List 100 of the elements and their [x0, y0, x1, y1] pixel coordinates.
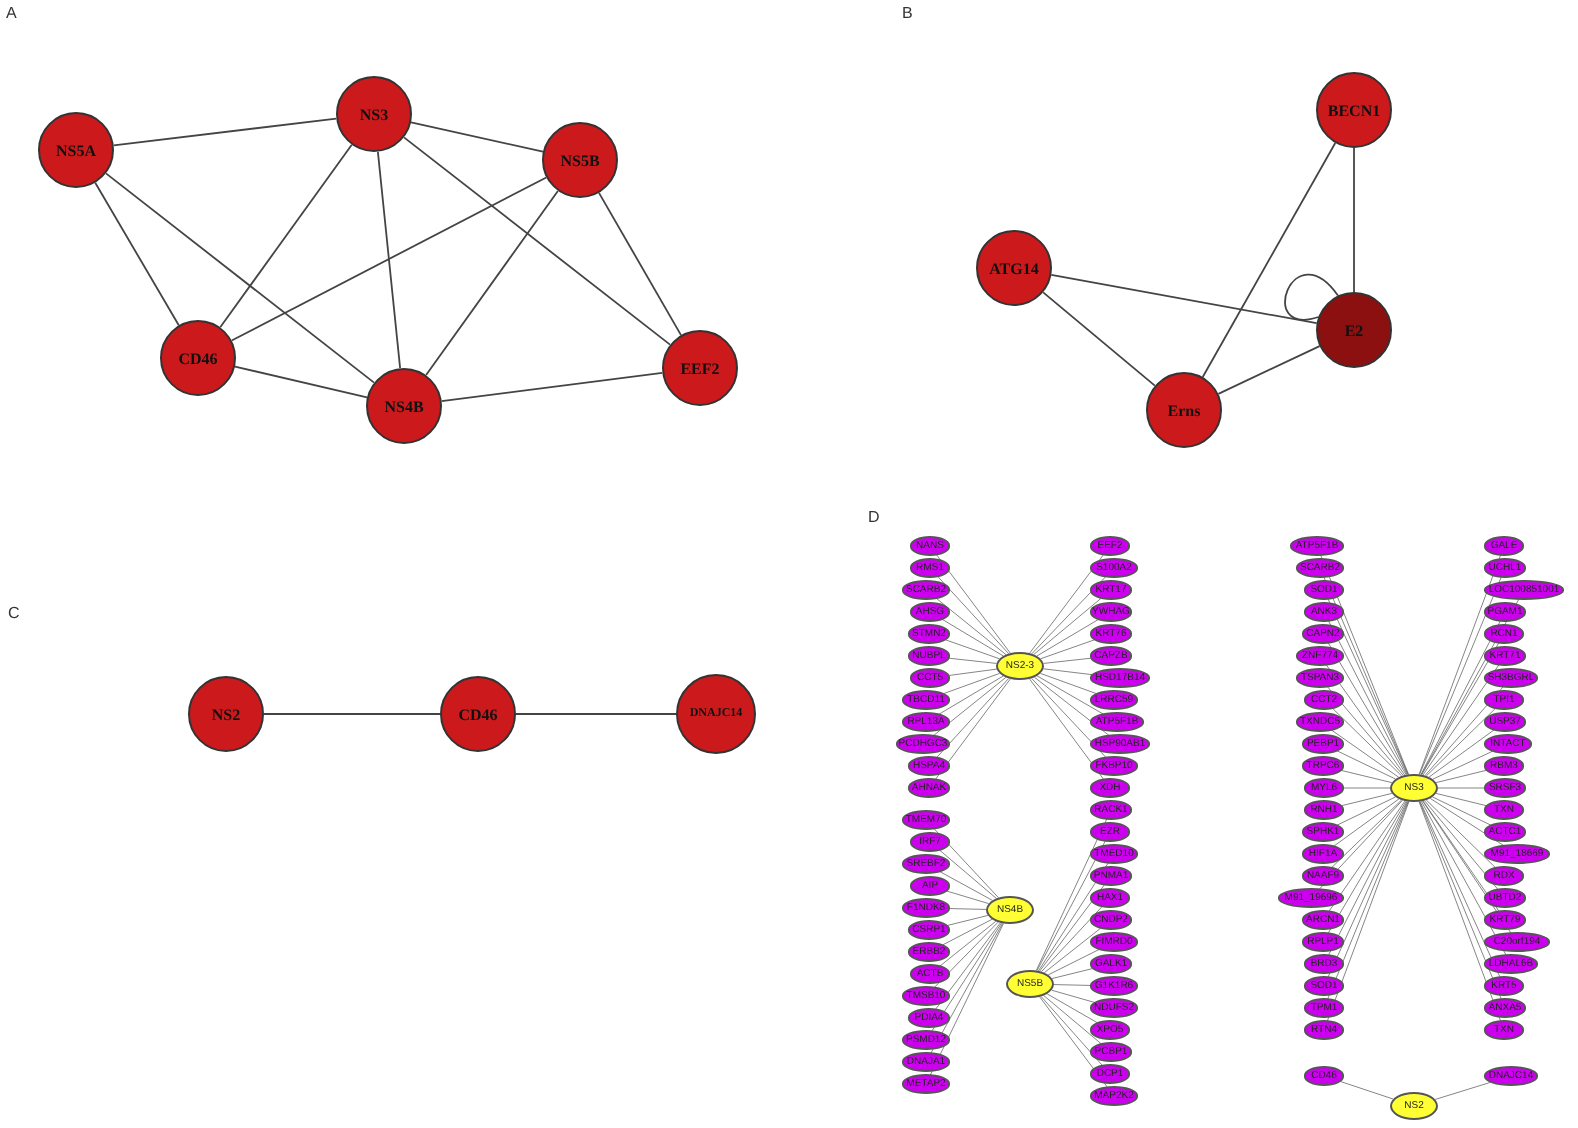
node-label: NS5B: [560, 151, 600, 169]
gene-node: [440, 676, 516, 752]
node-label: E2: [1344, 321, 1364, 339]
node-label: ATG14: [989, 259, 1039, 277]
edge-line: [1046, 993, 1098, 1024]
edge-line: [1343, 787, 1391, 789]
gene-node: [910, 964, 950, 984]
edge-line: [1039, 996, 1108, 1088]
gene-node: [908, 1008, 950, 1028]
edge-line: [112, 117, 338, 147]
node-label: BECN1: [1327, 101, 1381, 119]
gene-node: [1296, 646, 1344, 666]
gene-node: [1484, 536, 1524, 556]
edge-line: [1336, 750, 1396, 780]
edge-line: [1036, 840, 1106, 971]
gene-node: [1484, 976, 1524, 996]
gene-node: [910, 602, 950, 622]
gene-node: [902, 712, 950, 732]
gene-node: [1302, 932, 1344, 952]
gene-node: [336, 76, 412, 152]
edge-line: [1201, 142, 1337, 378]
edge-line: [946, 890, 990, 904]
gene-node: [1484, 734, 1532, 754]
edge-line: [1425, 707, 1496, 777]
edge-line: [935, 922, 1001, 1010]
edge-line: [939, 920, 997, 967]
gene-node: [1316, 292, 1392, 368]
gene-node: [1484, 756, 1524, 776]
gene-node: [38, 112, 114, 188]
gene-node: [1090, 756, 1138, 776]
edge-line: [1036, 619, 1099, 657]
edge-line: [933, 676, 1007, 736]
edge-line: [1051, 989, 1096, 1003]
edge-line: [440, 371, 664, 403]
gene-node: [910, 558, 950, 578]
edge-line: [949, 908, 987, 910]
edge-line: [1036, 675, 1104, 715]
edge-line: [1039, 884, 1105, 972]
edge-line: [931, 922, 1002, 1032]
edge-line: [1031, 576, 1107, 655]
edge-line: [933, 828, 999, 899]
edge-line: [1422, 800, 1512, 934]
gene-node: [662, 330, 738, 406]
edge-line: [1429, 797, 1505, 846]
edge-line: [1043, 657, 1092, 664]
edge-line: [1217, 345, 1321, 395]
edge-line: [1341, 793, 1393, 807]
edge-line: [938, 675, 1004, 715]
edge-line: [219, 143, 353, 329]
edge-line: [1432, 796, 1492, 826]
edge-line: [1047, 948, 1100, 976]
gene-node: [1090, 624, 1132, 644]
gene-node: [1146, 372, 1222, 448]
edge-line: [234, 365, 368, 399]
edge-line: [1353, 147, 1355, 293]
gene-node: [160, 320, 236, 396]
edge-line: [1043, 927, 1102, 974]
edge-line: [1327, 800, 1407, 934]
panel-letter: C: [8, 604, 20, 622]
edge-line: [948, 657, 997, 664]
edge-line: [937, 576, 1010, 655]
edge-line: [403, 136, 671, 346]
edge-line: [948, 668, 997, 676]
edge-line: [1038, 862, 1109, 972]
gene-node: [1304, 1066, 1344, 1086]
node-label: NS4B: [384, 397, 424, 415]
edge-line: [1421, 642, 1500, 776]
gene-node: [1484, 910, 1526, 930]
edge-line: [515, 713, 677, 715]
edge-line: [1033, 597, 1102, 655]
edge-line: [410, 121, 544, 153]
edge-line: [1029, 554, 1104, 654]
gene-node: [1090, 712, 1144, 732]
gene-node: [1316, 72, 1392, 148]
gene-node: [1484, 1020, 1524, 1040]
edge-line: [1040, 639, 1095, 660]
edge-line: [1332, 707, 1403, 777]
edge-line: [1284, 273, 1339, 321]
node-label: Erns: [1167, 401, 1201, 419]
gene-node: [1302, 844, 1344, 864]
edge-line: [1425, 799, 1496, 869]
edge-line: [1043, 668, 1093, 676]
edge-line: [1424, 686, 1504, 776]
gene-node: [1484, 646, 1526, 666]
edge-line: [942, 918, 993, 946]
edge-line: [941, 618, 1004, 657]
edge-line: [1336, 796, 1396, 826]
edge-line: [946, 915, 989, 926]
gene-node: [542, 122, 618, 198]
gene-node: [1090, 580, 1132, 600]
gene-node: [1304, 976, 1344, 996]
edge-line: [1428, 729, 1495, 778]
edge-line: [377, 150, 401, 370]
edge-line: [1333, 798, 1400, 847]
gene-node: [1090, 668, 1150, 688]
gene-node: [1304, 778, 1344, 798]
gene-node: [1090, 1020, 1130, 1040]
edge-line: [935, 678, 1011, 780]
gene-node: [1484, 712, 1526, 732]
edge-line: [1331, 799, 1402, 868]
